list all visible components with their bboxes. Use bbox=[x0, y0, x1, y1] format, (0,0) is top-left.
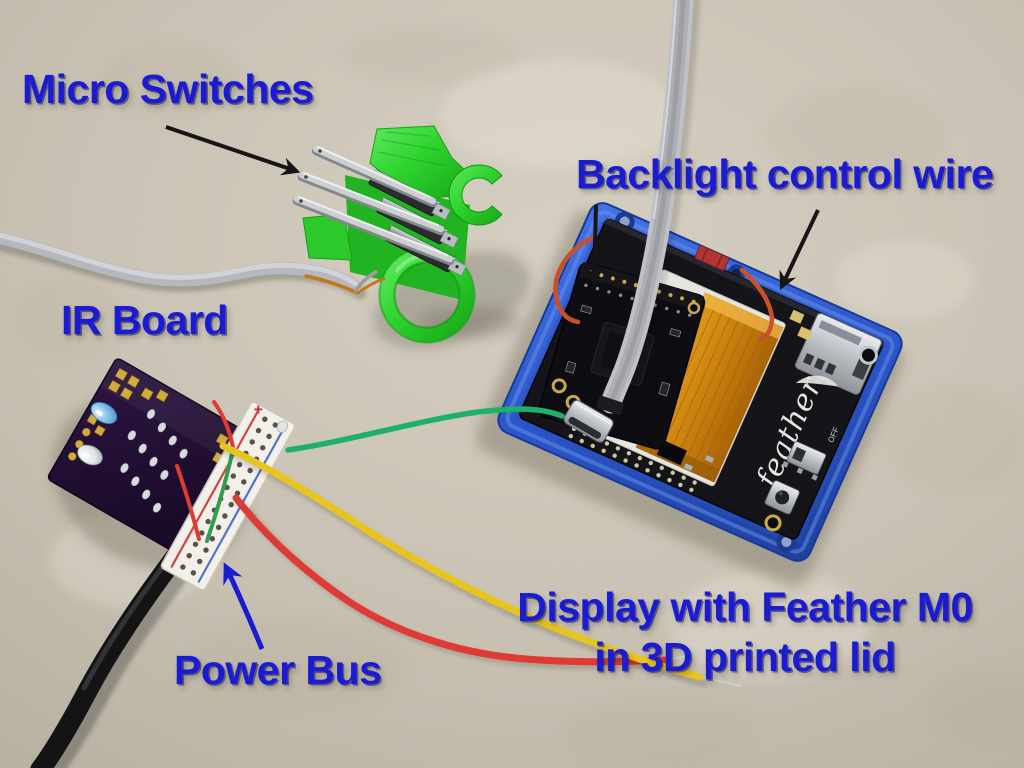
display-flex-cable bbox=[635, 292, 784, 483]
ir-solder-joints bbox=[120, 409, 188, 513]
switch-lever-3 bbox=[293, 195, 454, 263]
label-display-line1: Display with Feather M0 bbox=[517, 584, 973, 630]
pcb-pad-rows bbox=[568, 426, 697, 493]
ribbon-connector bbox=[596, 395, 625, 416]
jumper-red-2 bbox=[175, 464, 201, 541]
label-display-feather: Display with Feather M0 in 3D printed li… bbox=[505, 582, 985, 682]
wire-red-bare-tip bbox=[665, 653, 693, 662]
m0-usb-connector bbox=[563, 399, 614, 443]
label-backlight-control-wire: Backlight control wire bbox=[576, 151, 994, 197]
ribbon-cable-top bbox=[596, 0, 701, 416]
label-power-bus: Power Bus bbox=[174, 647, 382, 693]
wire-green bbox=[285, 406, 565, 453]
display-lid-assembly: feather OFF bbox=[497, 202, 903, 562]
switch-wires bbox=[354, 270, 386, 295]
micro-switches bbox=[292, 145, 467, 295]
label-micro-switches: Micro Switches bbox=[22, 66, 314, 112]
annotation-arrows bbox=[165, 125, 820, 650]
label-ir-board: IR Board bbox=[61, 297, 228, 343]
wire-red bbox=[232, 494, 671, 666]
slide-switch bbox=[782, 441, 827, 481]
jumper-red-1 bbox=[212, 400, 235, 449]
reset-button bbox=[764, 480, 800, 515]
arrow-to-power-bus bbox=[223, 562, 265, 650]
arrow-to-micro-switches bbox=[165, 125, 301, 176]
red-component bbox=[694, 245, 730, 271]
bus-solder-glint bbox=[276, 420, 289, 433]
ribbon-orange-strand bbox=[304, 274, 358, 294]
bus-plus-mark: + bbox=[254, 401, 263, 418]
backlight-wire-segment-2 bbox=[739, 267, 775, 343]
wire-yellow-bare-tip bbox=[698, 675, 743, 688]
switch-lever-1 bbox=[312, 145, 437, 205]
backlight-wire-segment-1 bbox=[553, 235, 595, 325]
backlight-control-wire-photo bbox=[553, 235, 775, 343]
arrow-to-feather-board bbox=[585, 204, 604, 286]
arrow-to-backlight-wire bbox=[779, 209, 820, 291]
label-display-line2: in 3D printed lid bbox=[594, 634, 896, 681]
switch-lever-2 bbox=[298, 171, 445, 233]
ir-led-clear bbox=[77, 444, 103, 466]
switch-levers bbox=[292, 145, 455, 266]
wire-yellow bbox=[219, 442, 704, 681]
holder-clip bbox=[448, 164, 503, 226]
ir-led-blue bbox=[90, 401, 118, 425]
bus-rail-red bbox=[170, 409, 260, 568]
bus-holes bbox=[180, 416, 279, 576]
ribbon-cable-left bbox=[0, 232, 367, 300]
feather-logo-leaf bbox=[795, 375, 839, 387]
sd-card-slot bbox=[795, 313, 882, 395]
hookup-wires bbox=[219, 442, 743, 688]
green-switch-holder bbox=[302, 125, 503, 344]
